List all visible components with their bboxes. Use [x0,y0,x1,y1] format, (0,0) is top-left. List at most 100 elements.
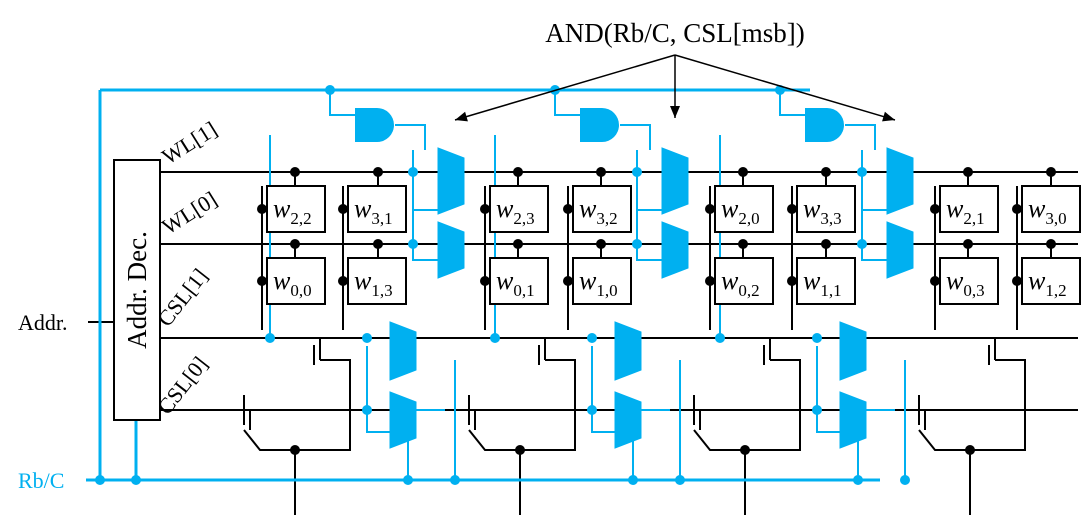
bitline-dot [338,204,348,214]
bitline-dot [705,204,715,214]
mux-input-dot [857,239,867,249]
bitline-dot [930,204,940,214]
memory-cell-bottom: w0,0 [266,257,326,305]
csl-feed-dot [265,333,275,343]
column-mux-dot [587,333,597,343]
and-input-wire-a [554,90,580,116]
output-junction-dot [515,445,525,455]
mux-feed [412,150,438,261]
and-gate [805,108,844,142]
memory-cell-bottom: w0,1 [489,257,549,305]
memory-cell-top: w2,3 [489,185,549,233]
wl1-tap-dot [513,167,523,177]
and-gate [580,108,619,142]
column-mux-dot [362,333,372,343]
bitline-dot [1012,204,1022,214]
cell-weight-subscript: 1,1 [820,281,841,300]
and-output-wire [395,124,426,150]
bitline-dot [787,204,797,214]
bitline-dot [257,276,267,286]
cell-weight-label: w2,3 [496,194,535,228]
csl0-label: CSL[0] [152,352,212,419]
transistor-drain [295,359,351,451]
bitline-dot [338,276,348,286]
output-bitline [693,429,746,515]
output-bitline [918,429,971,515]
caption-arrow-head [455,111,468,122]
caption-arrow-head [670,106,680,118]
memory-cell-bottom: w0,3 [939,257,999,305]
bitline-dot [563,276,573,286]
mux-input-dot [857,167,867,177]
cell-box [1021,185,1081,233]
column-mux [389,391,417,449]
cell-weight-subscript: 0,2 [738,281,759,300]
wl1-tap-dot [373,167,383,177]
cell-weight-subscript: 3,1 [371,209,392,228]
cell-weight-subscript: 0,0 [290,281,311,300]
mux-input-dot [408,239,418,249]
output-junction-dot [290,445,300,455]
address-decoder-box [113,159,161,421]
cell-weight-subscript: 2,0 [738,209,759,228]
mux-input-dot [632,239,642,249]
column-mux [614,391,642,449]
and-input-dot [325,85,335,95]
cell-box [714,185,774,233]
csl-feed-dot [490,333,500,343]
cell-weight-subscript: 0,1 [513,281,534,300]
wl0-label: WL[0] [157,186,221,239]
rbc-junction-dot [95,475,105,485]
wl0-tap-dot [1046,239,1056,249]
wordline-mux [437,221,465,279]
mux-rbc-dot [900,475,910,485]
mux-rbc-dot [675,475,685,485]
column-mux [389,321,417,381]
mux-feed [861,150,887,261]
memory-cell-top: w3,0 [1021,185,1081,233]
wl1-tap-dot [290,167,300,177]
cell-weight-subscript: 3,3 [820,209,841,228]
wl0-tap-dot [596,239,606,249]
cell-box [939,257,999,305]
wl0-tap-dot [821,239,831,249]
junction-dots-layer [95,85,1056,485]
cell-box [347,185,407,233]
memory-cell-bottom: w0,2 [714,257,774,305]
bitline-dot [480,204,490,214]
bitline-dot [480,276,490,286]
output-junction-dot [965,445,975,455]
wl1-tap-dot [963,167,973,177]
wordline-mux [437,147,465,215]
and-input-wire-a [779,90,805,116]
memory-cell-top: w3,2 [572,185,632,233]
csl-feed-dot [715,333,725,343]
bitline-dot [563,204,573,214]
mux-rbc-dot [403,475,413,485]
wordline-mux [886,221,914,279]
bitline-dot [257,204,267,214]
rbc-input-label: Rb/C [18,468,64,493]
cell-box [796,257,856,305]
memory-cell-bottom: w1,3 [347,257,407,305]
mux-input-dot [632,167,642,177]
wl1-label: WL[1] [157,116,221,169]
wires-layer [88,171,1078,515]
caption-arrow-line [674,54,896,121]
cell-weight-subscript: 1,0 [596,281,617,300]
cell-box [714,257,774,305]
wl1-tap-dot [738,167,748,177]
column-mux-dot [362,405,372,415]
cell-weight-subscript: 1,2 [1045,281,1066,300]
column-mux [839,391,867,449]
bitline-dot [930,276,940,286]
column-mux-dot [812,333,822,343]
wl0-tap-dot [738,239,748,249]
caption-arrow-head [882,111,895,122]
cell-weight-subscript: 0,3 [963,281,984,300]
addr-input-label: Addr. [18,310,68,335]
memory-cell-top: w2,1 [939,185,999,233]
memory-cell-top: w3,1 [347,185,407,233]
column-mux-feed [816,346,840,433]
